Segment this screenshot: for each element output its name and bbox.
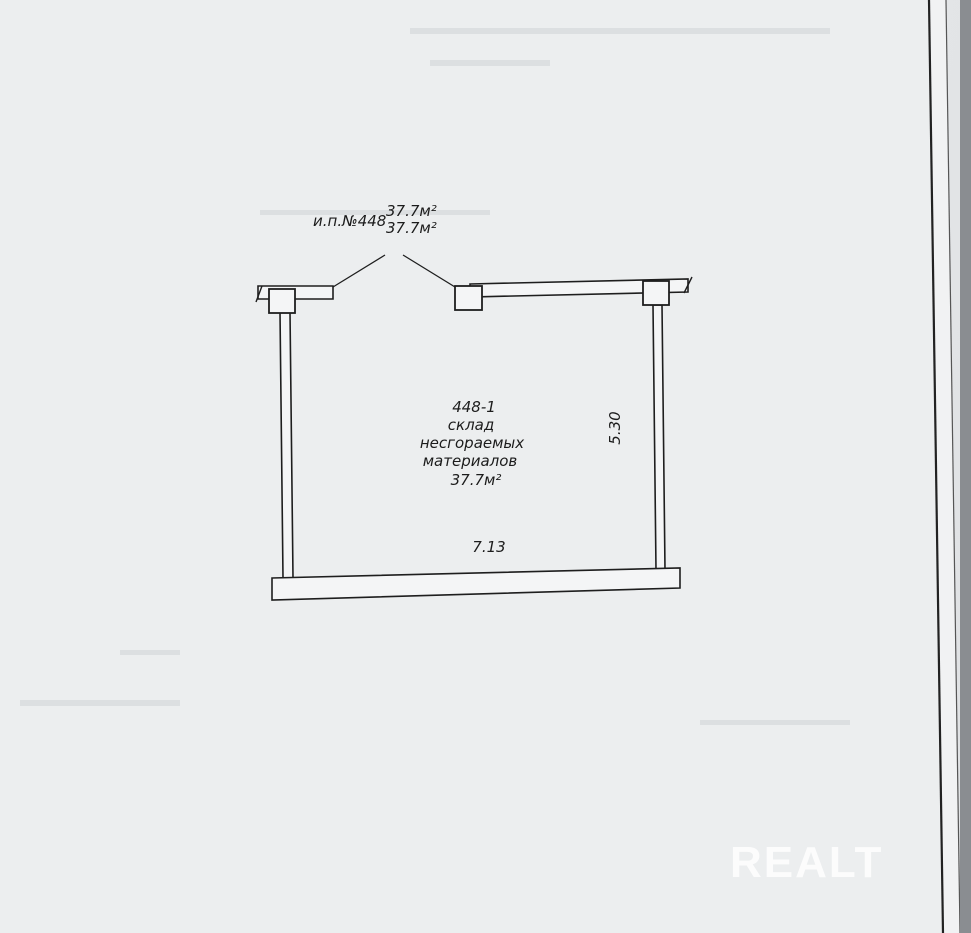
dimension-height: 5.30 <box>606 411 624 444</box>
room-name-line1: склад <box>448 416 494 434</box>
wall-right <box>652 304 666 571</box>
wall-bottom <box>271 567 681 601</box>
realt-watermark: REALT <box>730 838 883 887</box>
room-name-line2: несгораемых <box>420 434 524 452</box>
wall-ticks <box>255 276 693 303</box>
unit-area-living: 37.7м² <box>386 219 437 237</box>
unit-area-total: 37.7м² <box>386 202 437 220</box>
leader-lines <box>332 254 456 288</box>
room-number: 448-1 <box>452 398 496 416</box>
dimension-width: 7.13 <box>472 538 505 556</box>
unit-label: и.п.№448 <box>313 212 386 230</box>
show-through-marks <box>20 28 850 725</box>
column-top-left <box>268 288 296 314</box>
room-name-line3: материалов <box>423 452 518 470</box>
columns <box>268 280 670 314</box>
room-area: 37.7м² <box>451 471 502 489</box>
column-top-right <box>642 280 670 306</box>
wall-left <box>279 311 294 579</box>
column-top-middle <box>454 285 483 311</box>
